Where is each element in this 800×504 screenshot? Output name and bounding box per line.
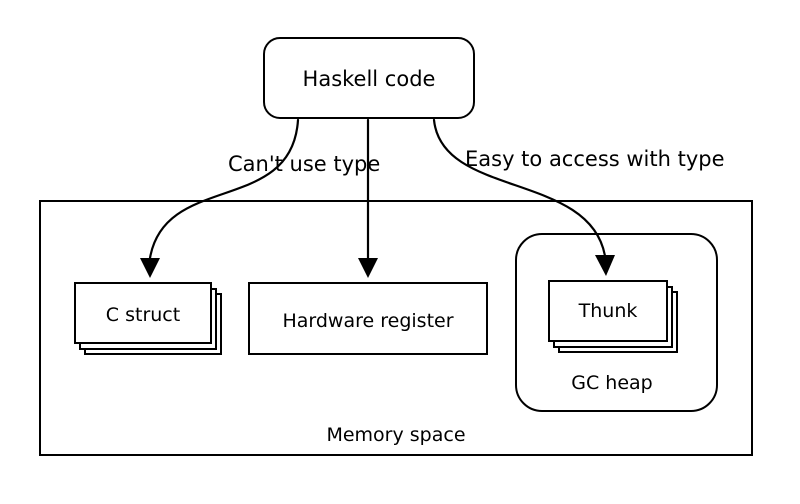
c-struct-label: C struct bbox=[106, 304, 180, 326]
hardware-register-node: Hardware register bbox=[248, 282, 488, 355]
edge-label-cant-use-type: Can't use type bbox=[228, 152, 380, 176]
gc-heap-label: GC heap bbox=[571, 372, 652, 394]
edge-to-hardware-register bbox=[358, 118, 378, 278]
c-struct-node: C struct bbox=[74, 282, 222, 355]
thunk-node: Thunk bbox=[548, 280, 678, 353]
memory-space-label: Memory space bbox=[326, 424, 465, 446]
hardware-register-label: Hardware register bbox=[282, 310, 453, 332]
thunk-label: Thunk bbox=[578, 300, 638, 322]
edge-label-easy-to-access: Easy to access with type bbox=[465, 147, 725, 171]
edge-to-c-struct bbox=[140, 118, 300, 278]
haskell-code-label: Haskell code bbox=[303, 67, 436, 91]
haskell-code-node: Haskell code bbox=[263, 37, 475, 119]
edge-to-thunk bbox=[432, 118, 615, 276]
